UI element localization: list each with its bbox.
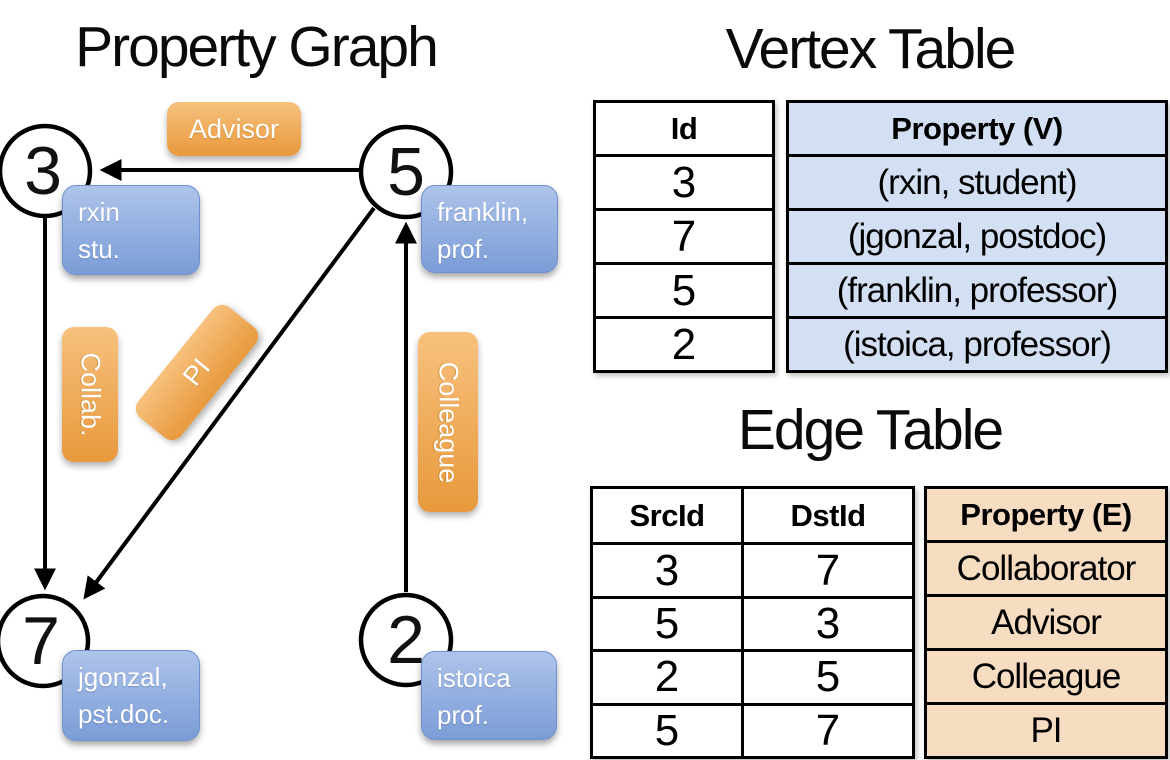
node-2-property-line2: prof. — [437, 699, 490, 730]
vertex-row-id: 2 — [596, 316, 772, 370]
edge-row-src: 3 — [593, 542, 741, 595]
edge-row-property: Advisor — [927, 594, 1165, 648]
edge-row-dst: 5 — [741, 649, 912, 703]
property-graph-title: Property Graph — [75, 15, 439, 79]
edge-dst-header: DstId — [741, 489, 912, 543]
node-7-property-line2: pst.doc. — [78, 698, 170, 729]
edge-table-property-column: Property (E) Collaborator Advisor Collea… — [924, 486, 1168, 759]
vertex-table-id-column: Id 3 7 5 2 — [593, 100, 775, 373]
edge-row-src: 5 — [593, 702, 741, 756]
node-5-property-box: franklin, prof. — [421, 185, 558, 273]
edge-property-header: Property (E) — [927, 489, 1165, 540]
vertex-row-property: (rxin, student) — [789, 154, 1165, 208]
edge-table-id-columns: SrcId DstId 3 7 5 3 2 5 5 7 — [590, 486, 915, 759]
vertex-property-header: Property (V) — [789, 103, 1165, 154]
vertex-row-id: 3 — [596, 154, 772, 208]
node-3-property-line2: stu. — [78, 233, 120, 264]
edge-label-colleague: Colleague — [418, 332, 478, 512]
edge-row-dst: 7 — [741, 702, 912, 756]
edge-label-collab-text: Collab. — [75, 352, 106, 437]
edge-src-header: SrcId — [629, 497, 705, 533]
edge-label-advisor: Advisor — [167, 102, 301, 156]
edge-row-dst: 7 — [741, 542, 912, 596]
node-5-property-line2: prof. — [437, 233, 490, 264]
edge-row-src: 2 — [593, 649, 741, 702]
edge-row-dst: 3 — [741, 595, 912, 650]
node-5-property-line1: franklin, — [437, 197, 529, 227]
edge-row-property: PI — [927, 702, 1165, 756]
vertex-row-property: (jgonzal, postdoc) — [789, 208, 1165, 262]
vertex-row-id: 7 — [596, 208, 772, 262]
vertex-row-property: (istoica, professor) — [789, 316, 1165, 370]
edge-pi-arrow — [83, 206, 376, 600]
node-2-property-box: istoica prof. — [421, 651, 557, 740]
vertex-id-header: Id — [670, 110, 698, 146]
edge-row-property: Colleague — [927, 648, 1165, 702]
edge-table-title: Edge Table — [737, 398, 1004, 462]
edge-label-collab: Collab. — [62, 327, 118, 462]
vertex-row-id: 5 — [596, 262, 772, 316]
edge-row-property: Collaborator — [927, 540, 1165, 594]
node-3-property-line1: rxin — [78, 197, 120, 227]
edge-label-advisor-text: Advisor — [188, 113, 280, 144]
edge-label-pi-text: PI — [176, 352, 217, 392]
node-7-property-box: jgonzal, pst.doc. — [62, 650, 200, 741]
node-3-property-box: rxin stu. — [62, 185, 200, 275]
vertex-table-title: Vertex Table — [725, 17, 1017, 81]
edge-label-colleague-text: Colleague — [433, 361, 464, 483]
node-7-property-line1: jgonzal, — [78, 662, 168, 692]
node-2-property-line1: istoica — [437, 663, 511, 693]
edge-row-src: 5 — [593, 595, 741, 649]
vertex-row-property: (franklin, professor) — [789, 262, 1165, 316]
vertex-table-property-column: Property (V) (rxin, student) (jgonzal, p… — [786, 100, 1168, 373]
